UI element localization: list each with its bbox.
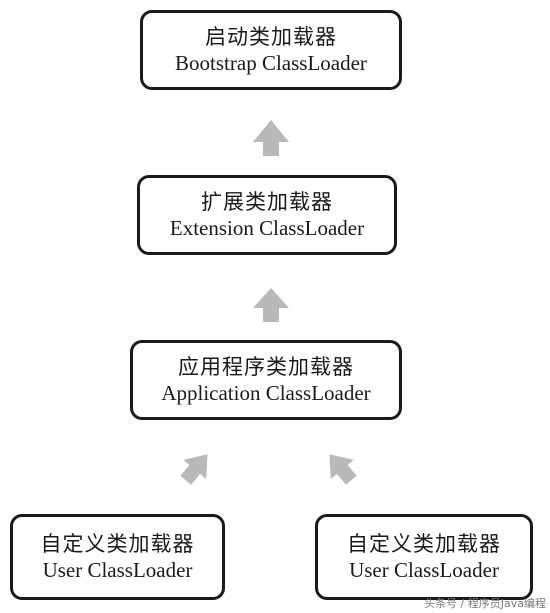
arrow-application-to-extension — [253, 288, 289, 322]
application-en-label: Application ClassLoader — [161, 381, 371, 405]
user-left-cn-label: 自定义类加载器 — [40, 531, 195, 556]
arrow-user-right-to-application — [329, 454, 357, 485]
application-cn-label: 应用程序类加载器 — [178, 354, 354, 379]
extension-classloader-box: 扩展类加载器 Extension ClassLoader — [137, 175, 397, 255]
arrow-user-left-to-application — [180, 454, 208, 485]
arrow-extension-to-bootstrap — [253, 120, 289, 156]
bootstrap-classloader-box: 启动类加载器 Bootstrap ClassLoader — [140, 10, 402, 90]
user-classloader-right-box: 自定义类加载器 User ClassLoader — [315, 514, 533, 600]
bootstrap-en-label: Bootstrap ClassLoader — [175, 51, 367, 75]
application-classloader-box: 应用程序类加载器 Application ClassLoader — [130, 340, 402, 420]
extension-en-label: Extension ClassLoader — [169, 216, 365, 240]
bootstrap-cn-label: 启动类加载器 — [205, 24, 337, 49]
user-classloader-left-box: 自定义类加载器 User ClassLoader — [10, 514, 225, 600]
user-left-en-label: User ClassLoader — [42, 558, 193, 582]
watermark-text: 头条号 / 程序员Java编程 — [424, 597, 546, 610]
user-right-en-label: User ClassLoader — [349, 558, 499, 582]
extension-cn-label: 扩展类加载器 — [201, 189, 333, 214]
user-right-cn-label: 自定义类加载器 — [347, 531, 501, 556]
